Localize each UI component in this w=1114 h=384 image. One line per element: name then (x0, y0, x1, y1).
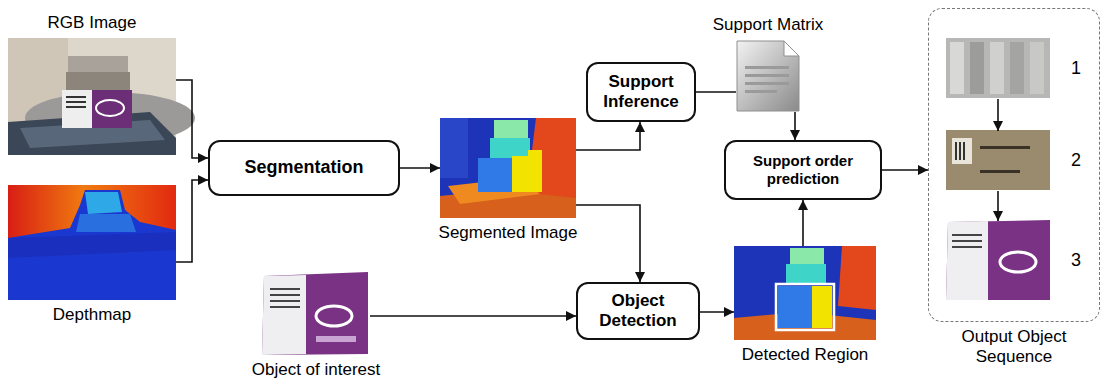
process-box: Support Inference (586, 62, 696, 122)
output-item: 1 (947, 39, 1051, 99)
callout-number: 3 (1071, 250, 1081, 272)
output-item: 3 (947, 221, 1051, 301)
output-photos (946, 38, 1050, 300)
rgb-image: RGB Image (8, 38, 176, 155)
connector-arrow (802, 200, 804, 246)
connector-arrow (997, 191, 999, 221)
process-box: Support order prediction (724, 140, 882, 200)
connector-arrow (576, 122, 640, 150)
connector-arrow (882, 169, 928, 171)
caption-label: Object of interest (252, 360, 381, 380)
connector-arrow (576, 205, 640, 282)
segmented-image: Segmented Image (440, 118, 576, 218)
caption-label: Support Matrix (713, 15, 824, 35)
callout-number: 2 (1071, 150, 1081, 172)
caption-label: Output Object Sequence (939, 327, 1089, 368)
connector-arrow (176, 180, 208, 262)
connector-arrow (794, 112, 796, 140)
box-label: Support order prediction (734, 152, 872, 188)
rgb-photo (8, 38, 195, 155)
box-label: Segmentation (244, 157, 363, 179)
callout-number: 1 (1071, 58, 1081, 80)
support-matrix: Support Matrix (736, 40, 800, 112)
caption-label: Detected Region (742, 345, 869, 365)
connector-arrow (400, 167, 440, 169)
process-box: Object Detection (576, 282, 700, 340)
segmented-photo (440, 118, 576, 218)
output-group: Output Object Sequence123 (928, 8, 1100, 322)
connector-arrow (176, 80, 208, 158)
object-image: Object of interest (262, 272, 370, 355)
object-photo (262, 272, 368, 355)
connector-arrow (696, 91, 736, 93)
depth-image: Depthmap (8, 185, 176, 300)
caption-label: Segmented Image (439, 223, 578, 243)
detected-photo (734, 246, 876, 340)
output-item: 2 (947, 131, 1051, 191)
connector-arrow (370, 315, 576, 317)
connector-arrow (997, 99, 999, 131)
detected-image: Detected Region (734, 246, 876, 340)
box-label: Support Inference (596, 72, 686, 113)
depth-photo (8, 185, 176, 300)
caption-label: Depthmap (53, 305, 131, 325)
connector-arrow (700, 311, 734, 313)
process-box: Segmentation (208, 140, 400, 196)
caption-label: RGB Image (48, 13, 137, 33)
document-icon (737, 41, 799, 111)
box-label: Object Detection (586, 291, 690, 332)
